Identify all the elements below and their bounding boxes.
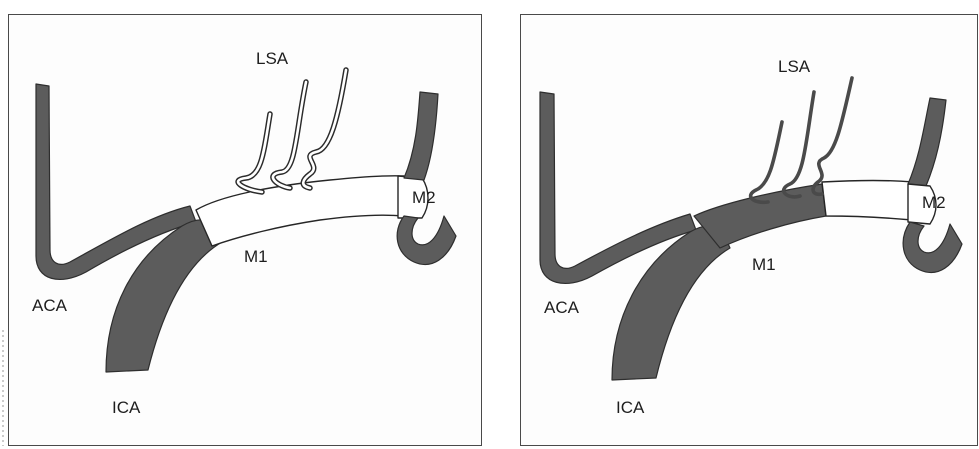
right-m1-segment bbox=[694, 184, 826, 248]
right-label-ica: ICA bbox=[616, 398, 645, 417]
right-label-m2: M2 bbox=[922, 193, 946, 212]
right-panel: LSA M2 M1 ACA ICA bbox=[540, 57, 962, 417]
left-panel: LSA M2 M1 ACA ICA bbox=[32, 49, 456, 417]
left-label-m1: M1 bbox=[244, 247, 268, 266]
right-label-lsa: LSA bbox=[778, 57, 811, 76]
right-m2-lower-vessel bbox=[903, 222, 962, 272]
right-label-aca: ACA bbox=[544, 298, 580, 317]
left-m2-lower-vessel bbox=[397, 216, 456, 264]
left-label-m2: M2 bbox=[412, 188, 436, 207]
right-m2-upper-vessel bbox=[908, 98, 946, 186]
left-label-lsa: LSA bbox=[256, 49, 289, 68]
left-lsa-vessels bbox=[238, 70, 346, 192]
right-m2-junction bbox=[822, 181, 912, 221]
left-label-aca: ACA bbox=[32, 296, 68, 315]
right-label-m1: M1 bbox=[752, 255, 776, 274]
left-label-ica: ICA bbox=[112, 398, 141, 417]
left-m2-upper-vessel bbox=[404, 92, 438, 180]
left-m1-segment bbox=[196, 176, 404, 246]
